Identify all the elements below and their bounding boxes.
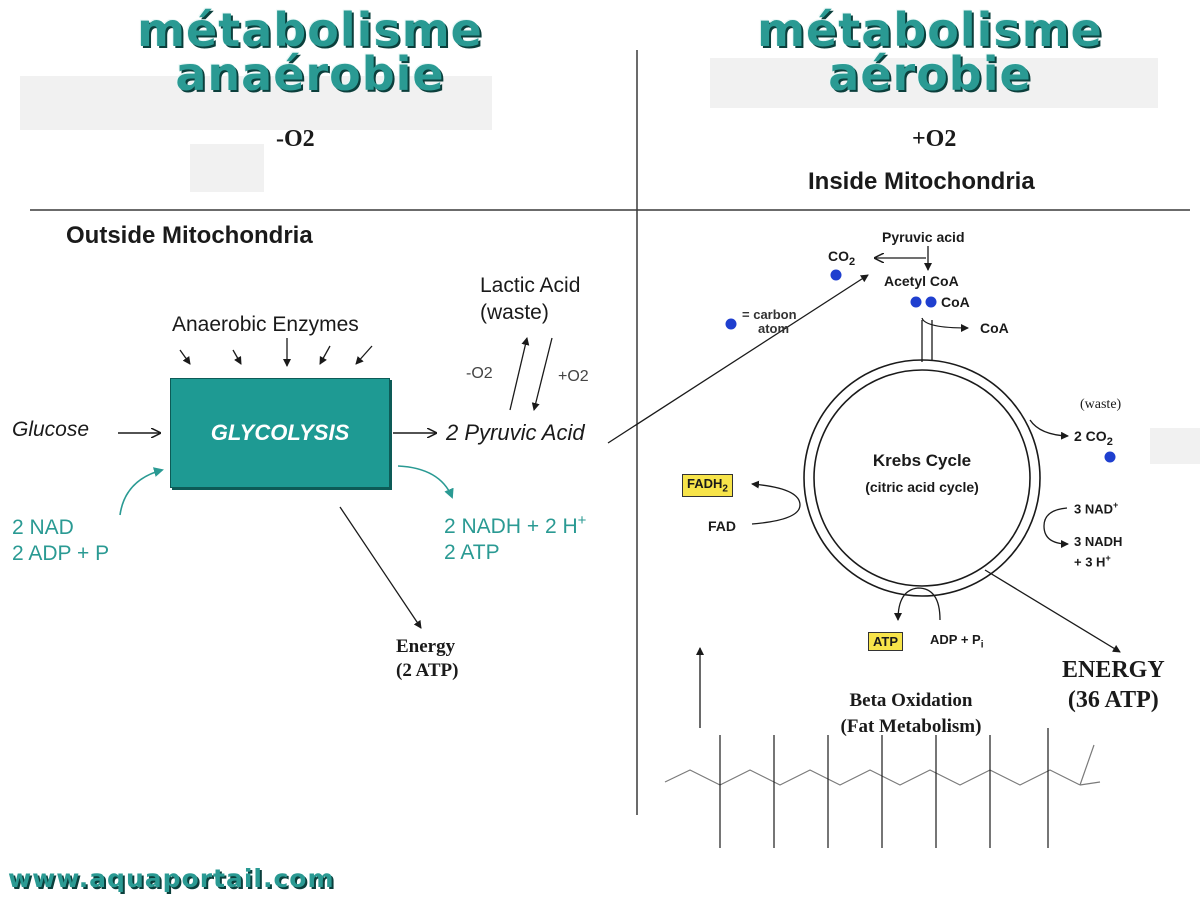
right-heading: métabolisme aérobie: [740, 3, 1120, 101]
right-energy: ENERGY (36 ATP): [1062, 655, 1165, 715]
glycolysis-products: 2 NADH + 2 H+ 2 ATP: [444, 508, 586, 566]
krebs-cycle-line1: Krebs Cycle: [872, 451, 972, 470]
products-sup: +: [577, 512, 587, 529]
coa-out-label: CoA: [980, 320, 1009, 336]
lactic-acid-label: Lactic Acid (waste): [480, 272, 580, 326]
adp-label: ADP + Pi: [930, 632, 983, 651]
fad-label: FAD: [708, 518, 736, 534]
nadh-sup: +: [1105, 553, 1111, 563]
blank-block-left-small: [190, 144, 264, 192]
carbon-atom-legend: = carbon atom: [742, 307, 797, 336]
cofactor-line2: 2 ADP + P: [12, 542, 110, 565]
carbon-line1: carbon: [753, 307, 797, 322]
cofactor-line1: 2 NAD: [12, 516, 74, 539]
glycolysis-box: GLYCOLYSIS: [170, 378, 390, 488]
nadh-line1: 3 NADH: [1074, 534, 1123, 549]
lactic-minus-o2: -O2: [466, 365, 493, 382]
products-line1: 2 NADH + 2 H: [444, 515, 578, 538]
adp-sub: i: [980, 639, 984, 651]
lactic-acid-line1: Lactic Acid: [480, 274, 581, 297]
left-oxygen: -O2: [276, 126, 315, 152]
waste-label: (waste): [1080, 397, 1121, 413]
beta-line1: Beta Oxidation: [849, 690, 973, 711]
left-location: Outside Mitochondria: [66, 222, 313, 249]
blank-block-right: [710, 58, 1158, 108]
right-oxygen: +O2: [912, 126, 957, 152]
blank-block-right-small: [1150, 428, 1200, 464]
waste-text: (waste): [1080, 397, 1122, 412]
coa-dots-label: CoA: [941, 294, 970, 310]
co2-out-label: 2 CO2: [1074, 428, 1113, 448]
nadh-line2: + 3 H: [1074, 554, 1106, 570]
adp-text: ADP + P: [930, 632, 981, 647]
nad-sup: +: [1113, 500, 1119, 510]
left-energy-line2: (2 ATP): [396, 660, 459, 681]
lactic-plus-o2: +O2: [558, 368, 589, 385]
left-heading: métabolisme anaérobie: [120, 3, 500, 101]
krebs-cycle-label: Krebs Cycle (citric acid cycle): [822, 448, 1022, 500]
right-heading-line2: aérobie: [828, 47, 1032, 101]
pyruvic-acid-top: Pyruvic acid: [882, 229, 965, 245]
co2-out-sub: 2: [1106, 435, 1113, 448]
carbon-line2: atom: [758, 321, 790, 336]
left-energy: Energy (2 ATP): [396, 635, 458, 683]
co2-top: CO2: [828, 248, 855, 268]
anaerobic-enzymes-label: Anaerobic Enzymes: [172, 313, 359, 336]
left-heading-line1: métabolisme: [137, 3, 483, 57]
krebs-cycle-line2: (citric acid cycle): [865, 479, 979, 495]
beta-oxidation-label: Beta Oxidation (Fat Metabolism): [814, 688, 1008, 740]
left-heading-line2: anaérobie: [175, 47, 445, 101]
fatty-acid-chain: [664, 769, 1081, 786]
co2-top-sub: 2: [849, 255, 856, 268]
right-energy-line1: ENERGY: [1062, 657, 1165, 683]
nad-label: 3 NAD+: [1074, 500, 1118, 516]
lactic-acid-line2: (waste): [480, 301, 549, 324]
products-line2: 2 ATP: [444, 541, 500, 564]
atp-box: ATP: [868, 632, 904, 651]
beta-line2: (Fat Metabolism): [840, 716, 982, 737]
left-energy-line1: Energy: [396, 636, 456, 657]
cofactors-label: 2 NAD 2 ADP + P: [12, 515, 109, 567]
blank-block-left: [20, 76, 492, 130]
acetyl-coa-label: Acetyl CoA: [884, 273, 959, 289]
right-location: Inside Mitochondria: [808, 168, 1035, 195]
fadh2-text: FADH: [687, 476, 723, 491]
co2-out-text: 2 CO: [1074, 428, 1107, 444]
fadh2-box: FADH2: [682, 474, 733, 497]
glucose-label: Glucose: [12, 418, 90, 441]
co2-top-text: CO: [828, 248, 849, 264]
nadh-label: 3 NADH + 3 H+: [1074, 534, 1122, 570]
right-energy-line2: (36 ATP): [1067, 687, 1159, 713]
right-heading-line1: métabolisme: [757, 3, 1103, 57]
fadh2-sub: 2: [722, 483, 728, 495]
nad-text: 3 NAD: [1074, 501, 1114, 517]
pyruvic-acid-label: 2 Pyruvic Acid: [446, 420, 585, 445]
footer-watermark: www.aquaportail.com: [8, 864, 335, 893]
